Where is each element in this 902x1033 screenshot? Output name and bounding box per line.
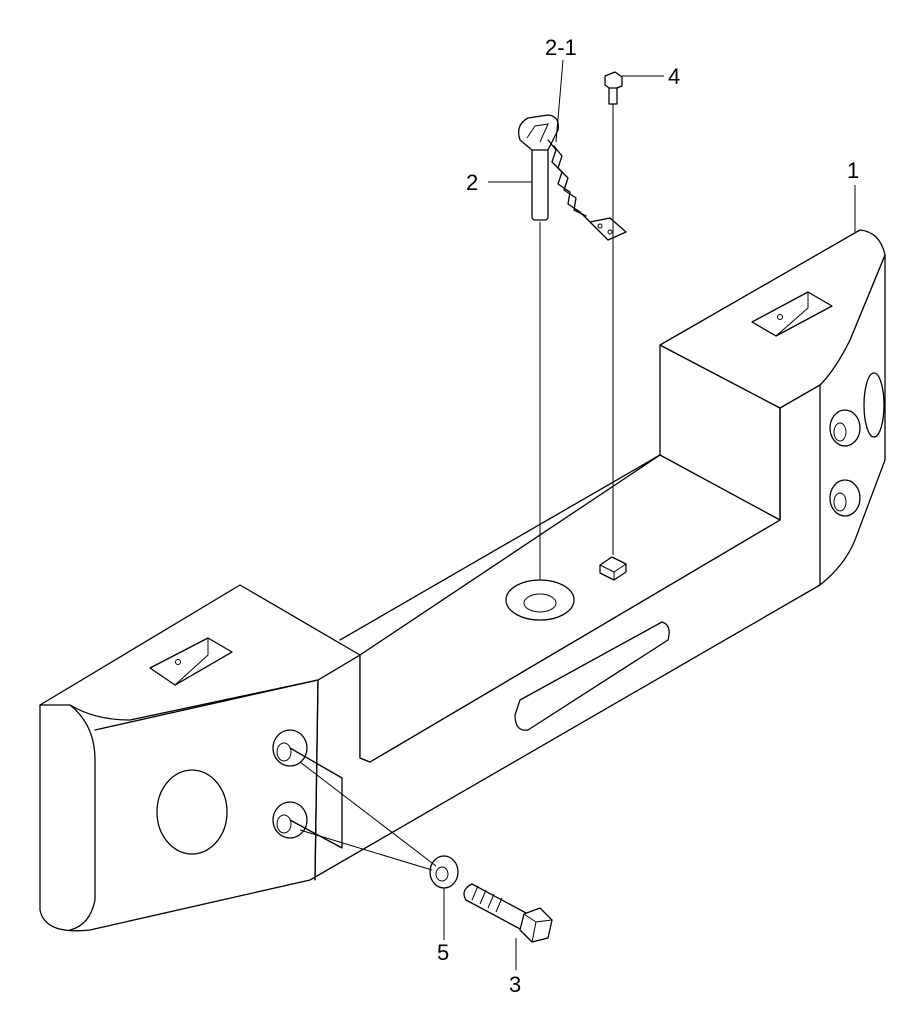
callout-2-1: 2-1 — [545, 35, 577, 60]
callout-4: 4 — [668, 64, 680, 89]
leader-lines — [443, 59, 856, 970]
callout-3: 3 — [509, 972, 521, 997]
callout-5: 5 — [437, 940, 449, 965]
bolt-part-4 — [604, 71, 623, 555]
bolt-part-3 — [463, 883, 553, 943]
callout-1: 1 — [847, 158, 859, 183]
assembly-lines — [299, 761, 437, 871]
counterweight-body — [39, 229, 886, 932]
callout-2: 2 — [466, 170, 478, 195]
chain-part-2-1 — [547, 139, 627, 241]
washer-part-5 — [429, 855, 459, 889]
pin-part-2 — [517, 114, 559, 580]
